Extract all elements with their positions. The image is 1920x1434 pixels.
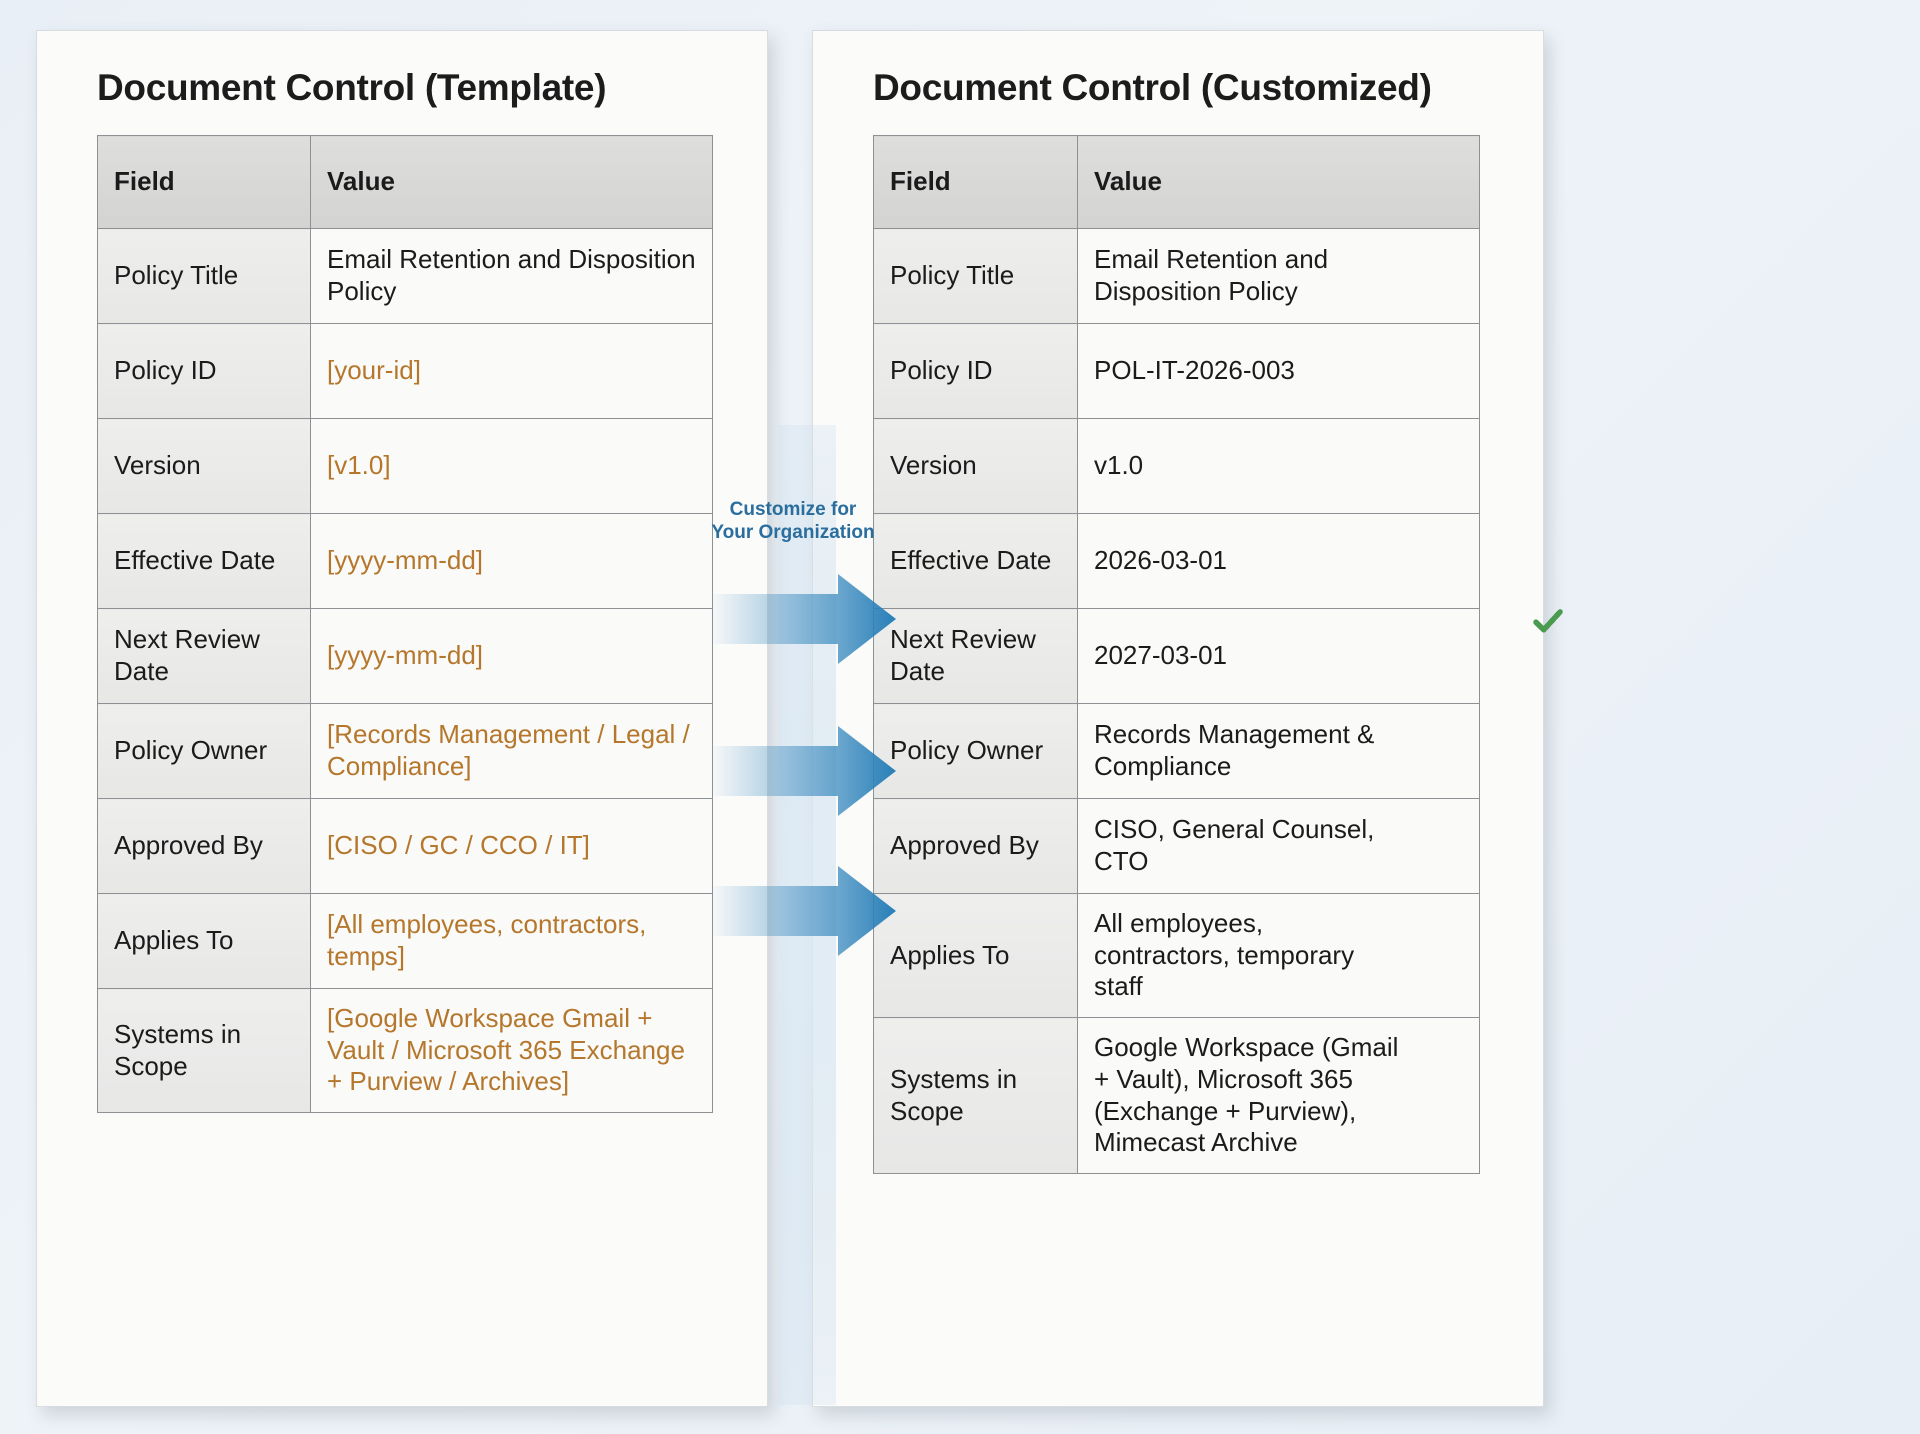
field-name-cell: Approved By bbox=[873, 798, 1078, 894]
field-name-cell: Effective Date bbox=[873, 513, 1078, 609]
field-value-cell: POL-IT-2026-003 bbox=[1077, 323, 1563, 632]
placeholder-value-text: [Google Workspace Gmail + Vault / Micros… bbox=[327, 1003, 685, 1097]
table-header-row: Field Value bbox=[97, 135, 713, 229]
value-text: v1.0 bbox=[1094, 450, 1144, 481]
placeholder-value-text: [All employees, contractors, temps] bbox=[327, 909, 647, 971]
placeholder-value-text: [your-id] bbox=[327, 355, 421, 386]
field-name-cell: Policy Title bbox=[97, 228, 311, 324]
table-row: Effective Date [yyyy-mm-dd] bbox=[97, 513, 713, 609]
column-header-field: Field bbox=[873, 135, 1078, 229]
template-panel-title: Document Control (Template) bbox=[97, 67, 607, 108]
field-value-cell: All employees, contractors, temporary st… bbox=[1077, 608, 1563, 1019]
customized-panel: Document Control (Customized) Field Valu… bbox=[812, 30, 1563, 1407]
table-row: Next Review Date [yyyy-mm-dd] bbox=[97, 608, 713, 704]
field-value-cell: 2027-03-01 bbox=[1077, 608, 1563, 704]
table-row: Systems in Scope[Google Workspace Gmail … bbox=[97, 987, 713, 1114]
table-row: Version v1.0 bbox=[873, 418, 1563, 632]
value-text: Google Workspace (Gmail + Vault), Micros… bbox=[1094, 1032, 1399, 1158]
field-value-cell: [yyyy-mm-dd] bbox=[310, 608, 713, 704]
field-value-cell: [yyyy-mm-dd] bbox=[310, 513, 713, 609]
field-name-cell: Policy ID bbox=[97, 323, 311, 419]
table-row: Policy ID [your-id] bbox=[97, 323, 713, 419]
placeholder-value-text: [Records Management / Legal / Compliance… bbox=[327, 719, 690, 781]
value-text: POL-IT-2026-003 bbox=[1094, 355, 1295, 386]
table-row: Effective Date 2026-03-01 bbox=[873, 513, 1563, 632]
table-row: Policy Title Email Retention and Disposit… bbox=[97, 228, 713, 324]
field-value-cell: Email Retention and Disposition Policy bbox=[1077, 228, 1563, 632]
column-header-field: Field bbox=[97, 135, 311, 229]
field-name-cell: Approved By bbox=[97, 798, 311, 894]
field-value-cell: v1.0 bbox=[1077, 418, 1563, 632]
template-panel: Document Control (Template) Field Value … bbox=[36, 30, 768, 1407]
field-value-cell: [your-id] bbox=[310, 323, 713, 419]
placeholder-value-text: [yyyy-mm-dd] bbox=[327, 545, 483, 576]
value-text: Records Management & Compliance bbox=[1094, 719, 1375, 781]
placeholder-value-text: [CISO / GC / CCO / IT] bbox=[327, 830, 590, 861]
customized-document-control-table: Field Value Policy Title Email Retention … bbox=[873, 135, 1563, 1175]
field-name-cell: Applies To bbox=[97, 893, 311, 989]
field-value-cell: [v1.0] bbox=[310, 418, 713, 514]
field-name-cell: Policy Owner bbox=[873, 703, 1078, 799]
placeholder-value-text: [yyyy-mm-dd] bbox=[327, 640, 483, 671]
value-text: Email Retention and Disposition Policy bbox=[327, 244, 696, 306]
table-row: Next Review Date 2027-03-01 bbox=[873, 608, 1563, 704]
table-row: Version [v1.0] bbox=[97, 418, 713, 514]
table-row: Policy Owner [Records Management / Legal … bbox=[97, 703, 713, 799]
table-row: Applies To [All employees, contractors, t… bbox=[97, 893, 713, 989]
field-value-cell: 2026-03-01 bbox=[1077, 513, 1563, 632]
field-value-cell: Google Workspace (Gmail + Vault), Micros… bbox=[1077, 608, 1563, 1175]
customized-panel-title: Document Control (Customized) bbox=[873, 67, 1432, 108]
table-row: Policy ID POL-IT-2026-003 bbox=[873, 323, 1563, 632]
value-text: 2027-03-01 bbox=[1094, 640, 1227, 671]
field-value-cell: CISO, General Counsel, CTO bbox=[1077, 608, 1563, 894]
field-value-cell: Records Management & Compliance bbox=[1077, 608, 1563, 799]
field-value-cell: Email Retention and Disposition Policy bbox=[310, 228, 713, 324]
field-value-cell: [Google Workspace Gmail + Vault / Micros… bbox=[310, 987, 713, 1114]
field-name-cell: Effective Date bbox=[97, 513, 311, 609]
field-name-cell: Next Review Date bbox=[873, 608, 1078, 704]
field-name-cell: Policy Title bbox=[873, 228, 1078, 324]
value-text: CISO, General Counsel, CTO bbox=[1094, 814, 1375, 876]
field-name-cell: Policy Owner bbox=[97, 703, 311, 799]
field-name-cell: Version bbox=[97, 418, 311, 514]
field-name-cell: Applies To bbox=[873, 892, 1078, 1019]
table-header-row: Field Value bbox=[873, 135, 1480, 229]
table-row: Policy Owner Records Management & Complia… bbox=[873, 608, 1563, 799]
field-name-cell: Version bbox=[873, 418, 1078, 514]
table-row: Policy Title Email Retention and Disposit… bbox=[873, 228, 1563, 632]
field-name-cell: Policy ID bbox=[873, 323, 1078, 419]
value-text: 2026-03-01 bbox=[1094, 545, 1227, 576]
field-name-cell: Systems in Scope bbox=[97, 987, 311, 1114]
field-name-cell: Systems in Scope bbox=[873, 1017, 1078, 1175]
field-value-cell: [Records Management / Legal / Compliance… bbox=[310, 703, 713, 799]
value-text: All employees, contractors, temporary st… bbox=[1094, 908, 1355, 1002]
column-header-value: Value bbox=[310, 135, 713, 229]
field-value-cell: [All employees, contractors, temps] bbox=[310, 893, 713, 989]
placeholder-value-text: [v1.0] bbox=[327, 450, 391, 481]
field-value-cell: [CISO / GC / CCO / IT] bbox=[310, 798, 713, 894]
template-document-control-table: Field Value Policy Title Email Retention … bbox=[97, 135, 713, 1114]
value-text: Email Retention and Disposition Policy bbox=[1094, 244, 1329, 306]
field-name-cell: Next Review Date bbox=[97, 608, 311, 704]
table-row: Approved By [CISO / GC / CCO / IT] bbox=[97, 798, 713, 894]
column-header-value: Value bbox=[1077, 135, 1480, 229]
checkmark-icon bbox=[1533, 608, 1563, 632]
table-row: Approved By CISO, General Counsel, CTO bbox=[873, 608, 1563, 894]
